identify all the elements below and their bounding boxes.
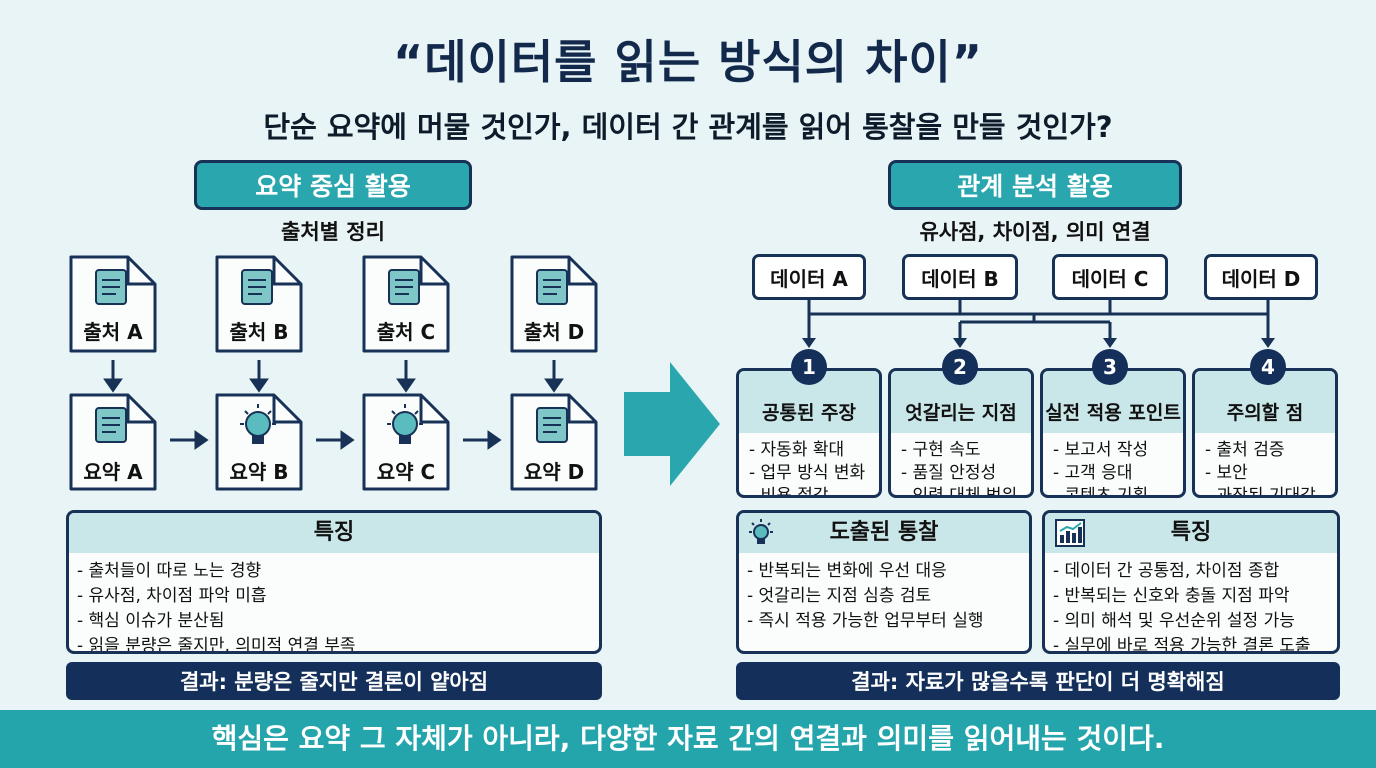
list-item: - 핵심 이슈가 분산됨 bbox=[77, 611, 225, 631]
source-doc-b bbox=[214, 254, 304, 354]
list-item: - 의미 해석 및 우선순위 설정 가능 bbox=[1053, 611, 1295, 631]
document-icon bbox=[69, 255, 157, 353]
list-item: - 콘텐츠 기획 bbox=[1053, 486, 1149, 498]
right-section-heading: 관계 분석 활용 bbox=[888, 160, 1182, 210]
summary-label-c: 요약 C bbox=[376, 460, 436, 484]
right-features-heading-row: 특징 bbox=[1045, 513, 1337, 553]
step-number-2: 2 bbox=[942, 349, 978, 385]
summary-label-b: 요약 B bbox=[229, 460, 289, 484]
left-caption: 출처별 정리 bbox=[281, 220, 385, 244]
right-features-panel: 특징 - 데이터 간 공통점, 차이점 종합 - 반복되는 신호와 충돌 지점 … bbox=[1042, 510, 1340, 654]
list-item: - 실무에 바로 적용 가능한 결론 도출 bbox=[1053, 636, 1311, 654]
source-label-a: 출처 A bbox=[83, 320, 143, 344]
document-icon bbox=[69, 393, 157, 491]
insight-heading: 도출된 통찰 bbox=[829, 520, 939, 545]
list-item: - 비용 절감 bbox=[749, 486, 829, 498]
list-item: - 보고서 작성 bbox=[1053, 440, 1149, 460]
page-subtitle: 단순 요약에 머물 것인가, 데이터 간 관계를 읽어 통찰을 만들 것인가? bbox=[263, 110, 1113, 144]
right-features-list: - 데이터 간 공통점, 차이점 종합 - 반복되는 신호와 충돌 지점 파악 … bbox=[1045, 553, 1337, 654]
big-arrow-icon bbox=[624, 362, 720, 486]
column-list: - 보고서 작성 - 고객 응대 - 콘텐츠 기획 bbox=[1043, 433, 1183, 498]
source-doc-a bbox=[68, 254, 158, 354]
data-box-b: 데이터 B bbox=[902, 254, 1018, 300]
summary-doc-c bbox=[361, 392, 451, 492]
document-icon bbox=[510, 393, 598, 491]
insight-panel: 도출된 통찰 - 반복되는 변화에 우선 대응 - 엇갈리는 지점 심층 검토 … bbox=[736, 510, 1032, 654]
summary-label-a: 요약 A bbox=[83, 460, 143, 484]
column-list: - 구현 속도 - 품질 안정성 - 인력 대체 범위 bbox=[891, 433, 1031, 498]
list-item: - 업무 방식 변화 bbox=[749, 463, 866, 483]
right-features-heading: 특징 bbox=[1170, 520, 1212, 545]
right-result-bar: 결과: 자료가 많을수록 판단이 더 명확해짐 bbox=[736, 662, 1340, 700]
list-item: - 즉시 적용 가능한 업무부터 실행 bbox=[747, 611, 984, 631]
summary-doc-a bbox=[68, 392, 158, 492]
list-item: - 출처들이 따로 노는 경향 bbox=[77, 561, 262, 581]
lightbulb-doc-icon bbox=[215, 393, 303, 491]
list-item: - 보안 bbox=[1205, 463, 1248, 483]
column-1: 공통된 주장 - 자동화 확대 - 업무 방식 변화 - 비용 절감 bbox=[736, 368, 882, 498]
left-section-heading: 요약 중심 활용 bbox=[194, 160, 472, 210]
step-number-4: 4 bbox=[1250, 349, 1286, 385]
source-label-c: 출처 C bbox=[376, 320, 436, 344]
column-3: 실전 적용 포인트 - 보고서 작성 - 고객 응대 - 콘텐츠 기획 bbox=[1040, 368, 1186, 498]
list-item: - 반복되는 신호와 충돌 지점 파악 bbox=[1053, 586, 1290, 606]
document-icon bbox=[362, 255, 450, 353]
left-result-bar: 결과: 분량은 줄지만 결론이 얕아짐 bbox=[66, 662, 602, 700]
column-4: 주의할 점 - 출처 검증 - 보안 - 과장된 기대감 bbox=[1192, 368, 1338, 498]
lightbulb-icon bbox=[749, 519, 773, 544]
down-arrows bbox=[103, 360, 564, 393]
source-label-b: 출처 B bbox=[229, 320, 289, 344]
left-features-panel: 특징 - 출처들이 따로 노는 경향 - 유사점, 차이점 파악 미흡 - 핵심… bbox=[66, 510, 602, 654]
list-item: - 인력 대체 범위 bbox=[901, 486, 1018, 498]
left-features-heading: 특징 bbox=[69, 513, 599, 553]
document-icon bbox=[215, 255, 303, 353]
list-item: - 엇갈리는 지점 심층 검토 bbox=[747, 586, 932, 606]
left-features-list: - 출처들이 따로 노는 경향 - 유사점, 차이점 파악 미흡 - 핵심 이슈… bbox=[69, 553, 599, 654]
list-item: - 품질 안정성 bbox=[901, 463, 997, 483]
list-item: - 고객 응대 bbox=[1053, 463, 1133, 483]
step-number-1: 1 bbox=[791, 349, 827, 385]
footer-banner: 핵심은 요약 그 자체가 아니라, 다양한 자료 간의 연결과 의미를 읽어내는… bbox=[0, 710, 1376, 768]
list-item: - 구현 속도 bbox=[901, 440, 981, 460]
column-list: - 출처 검증 - 보안 - 과장된 기대감 bbox=[1195, 433, 1335, 498]
source-doc-c bbox=[361, 254, 451, 354]
data-box-a: 데이터 A bbox=[752, 254, 866, 300]
connector-lines bbox=[802, 300, 1275, 348]
right-arrows bbox=[170, 430, 502, 450]
list-item: - 자동화 확대 bbox=[749, 440, 845, 460]
list-item: - 출처 검증 bbox=[1205, 440, 1285, 460]
data-box-d: 데이터 D bbox=[1204, 254, 1318, 300]
list-item: - 반복되는 변화에 우선 대응 bbox=[747, 561, 947, 581]
summary-doc-d bbox=[509, 392, 599, 492]
document-icon bbox=[510, 255, 598, 353]
column-2: 엇갈리는 지점 - 구현 속도 - 품질 안정성 - 인력 대체 범위 bbox=[888, 368, 1034, 498]
list-item: - 과장된 기대감 bbox=[1205, 486, 1316, 498]
insight-heading-row: 도출된 통찰 bbox=[739, 513, 1029, 553]
column-list: - 자동화 확대 - 업무 방식 변화 - 비용 절감 bbox=[739, 433, 879, 498]
lightbulb-doc-icon bbox=[362, 393, 450, 491]
page-title: “데이터를 읽는 방식의 차이” bbox=[392, 35, 984, 89]
summary-doc-b bbox=[214, 392, 304, 492]
right-caption: 유사점, 차이점, 의미 연결 bbox=[919, 220, 1151, 244]
list-item: - 데이터 간 공통점, 차이점 종합 bbox=[1053, 561, 1280, 581]
list-item: - 읽을 분량은 줄지만, 의미적 연결 부족 bbox=[77, 636, 356, 654]
step-number-3: 3 bbox=[1092, 349, 1128, 385]
insight-list: - 반복되는 변화에 우선 대응 - 엇갈리는 지점 심층 검토 - 즉시 적용… bbox=[739, 553, 1029, 640]
summary-label-d: 요약 D bbox=[523, 460, 585, 484]
data-box-c: 데이터 C bbox=[1052, 254, 1168, 300]
source-doc-d bbox=[509, 254, 599, 354]
bar-chart-icon bbox=[1055, 519, 1085, 547]
source-label-d: 출처 D bbox=[523, 320, 585, 344]
list-item: - 유사점, 차이점 파악 미흡 bbox=[77, 586, 267, 606]
